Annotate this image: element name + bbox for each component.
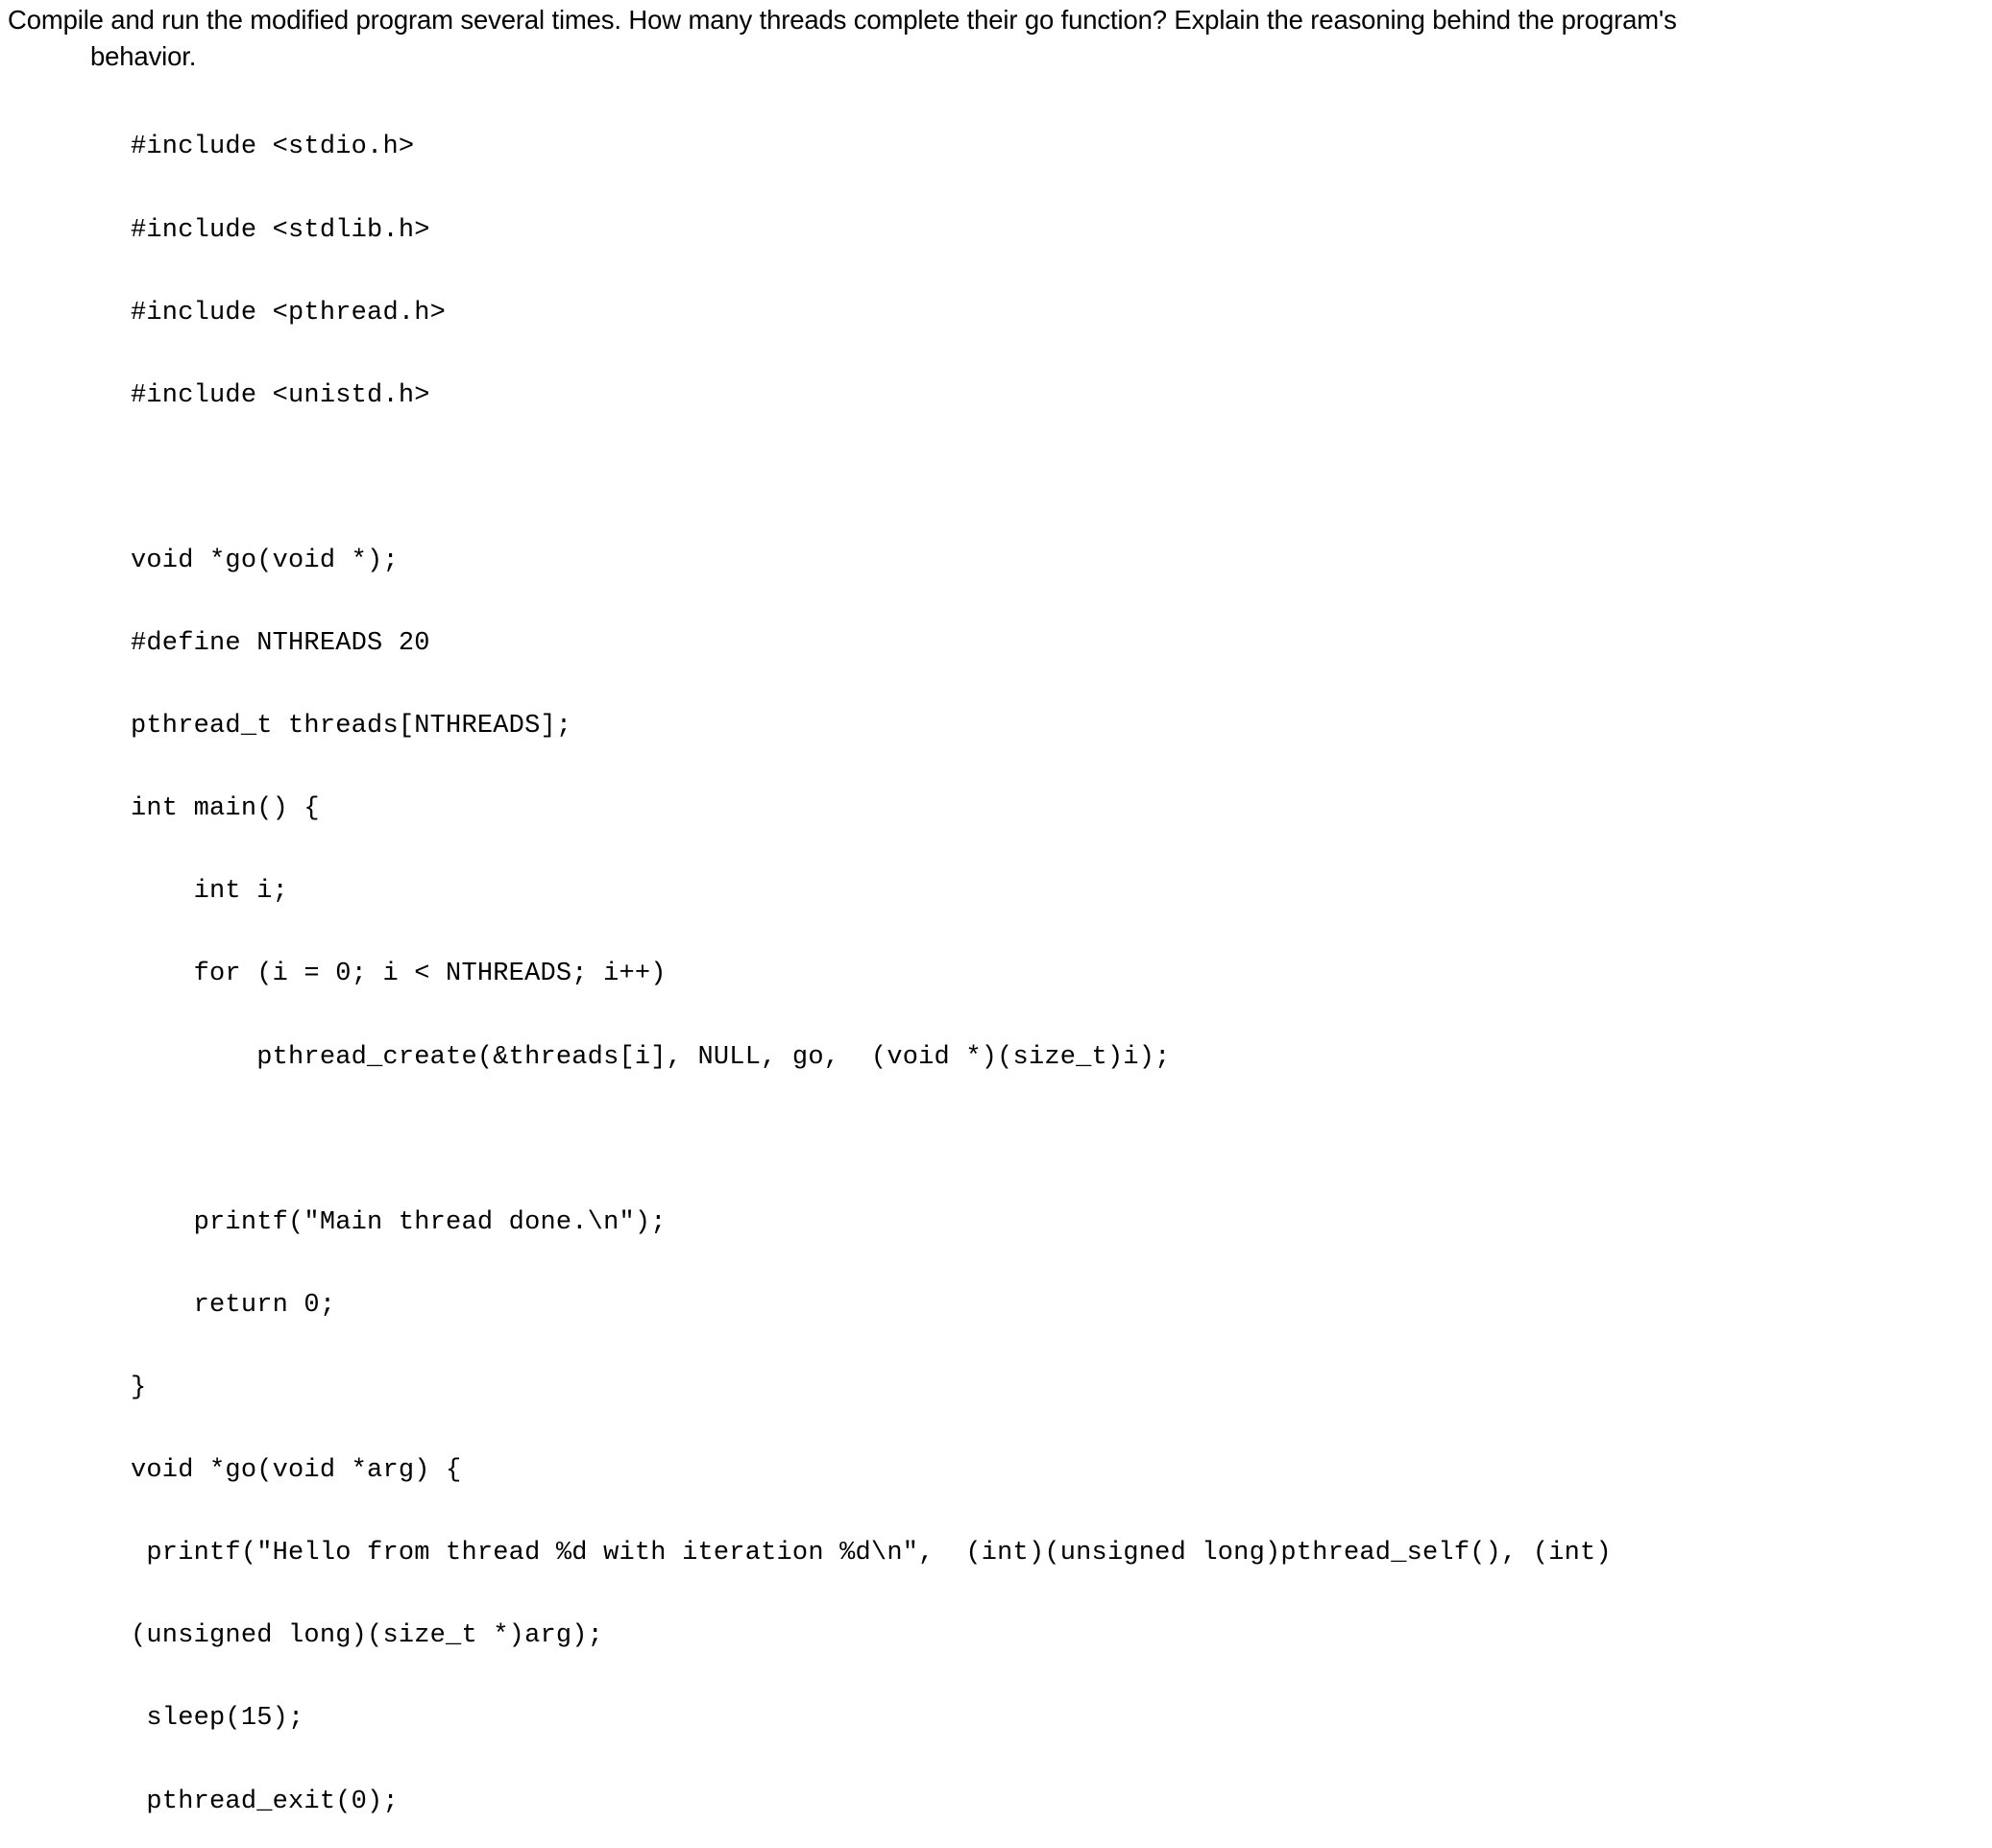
code-line: return 0; <box>131 1290 336 1320</box>
code-line: pthread_t threads[NTHREADS]; <box>131 712 572 742</box>
code-line: void *go(void *arg) { <box>131 1456 462 1486</box>
code-line: int main() { <box>131 794 320 824</box>
code-line: } <box>131 1374 147 1403</box>
code-listing: #include <stdio.h> #include <stdlib.h> #… <box>131 79 1956 1848</box>
code-line: #include <pthread.h> <box>131 298 447 328</box>
code-line: #define NTHREADS 20 <box>131 629 430 659</box>
code-line: #include <unistd.h> <box>131 380 430 410</box>
code-line: printf("Main thread done.\n"); <box>131 1207 667 1237</box>
code-line: int i; <box>131 877 289 907</box>
question-line-1: Compile and run the modified program sev… <box>8 5 1677 35</box>
code-line-blank <box>131 1127 1956 1155</box>
code-line: for (i = 0; i < NTHREADS; i++) <box>131 960 667 989</box>
code-line: pthread_exit(0); <box>131 1787 399 1816</box>
code-line: void *go(void *); <box>131 546 399 575</box>
code-line: pthread_create(&threads[i], NULL, go, (v… <box>131 1042 1171 1072</box>
question-line-2: behavior. <box>90 41 197 71</box>
code-line: #include <stdio.h> <box>131 133 415 162</box>
question-prompt: Compile and run the modified program sev… <box>8 2 1986 75</box>
code-line: (unsigned long)(size_t *)arg); <box>131 1621 604 1651</box>
code-line: #include <stdlib.h> <box>131 215 430 245</box>
code-line: sleep(15); <box>131 1704 304 1734</box>
code-line: printf("Hello from thread %d with iterat… <box>131 1539 1612 1568</box>
document-page: Compile and run the modified program sev… <box>8 2 1986 1815</box>
code-line-blank <box>131 465 1956 493</box>
